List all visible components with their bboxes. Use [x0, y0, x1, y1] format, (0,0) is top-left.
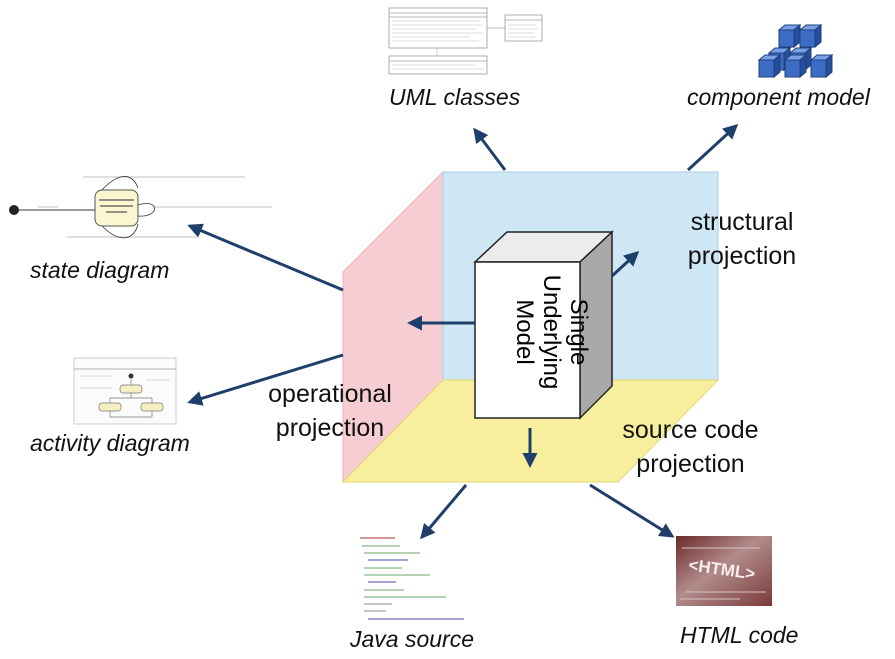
component-model-thumbnail	[757, 23, 834, 79]
component-model-label: component model	[687, 84, 870, 110]
center-line-3: Model	[511, 299, 538, 365]
java-source-label: Java source	[350, 626, 475, 652]
activity-diagram-thumbnail	[73, 357, 177, 425]
arrow-to-structural-projection	[610, 250, 640, 278]
arrow-to-html-code	[589, 483, 675, 538]
arrow-to-java-source	[420, 484, 468, 540]
single-underlying-model-label: Single Underlying Model	[508, 257, 592, 407]
center-line-1: Single	[565, 298, 592, 366]
html-code-label: HTML code	[680, 622, 799, 648]
single-underlying-model-cube	[473, 230, 614, 420]
activity-diagram-label: activity diagram	[30, 430, 190, 456]
operational-projection-label: operational projection	[268, 380, 392, 442]
arrow-to-state-diagram	[187, 223, 344, 292]
structural-projection-label: structural projection	[687, 208, 797, 270]
arrow-to-component-model	[686, 123, 739, 172]
source-code-projection-label: source code projection	[622, 416, 759, 478]
uml-classes-thumbnail	[388, 7, 543, 75]
state-diagram-label: state diagram	[30, 257, 170, 283]
uml-classes-label: UML classes	[389, 84, 521, 110]
arrow-to-activity-diagram	[187, 353, 344, 406]
state-diagram-thumbnail	[9, 176, 272, 239]
java-source-thumbnail	[360, 537, 464, 620]
html-code-thumbnail: <HTML>	[676, 536, 772, 606]
center-line-2: Underlying	[538, 274, 565, 390]
arrow-to-uml-classes	[473, 127, 507, 171]
